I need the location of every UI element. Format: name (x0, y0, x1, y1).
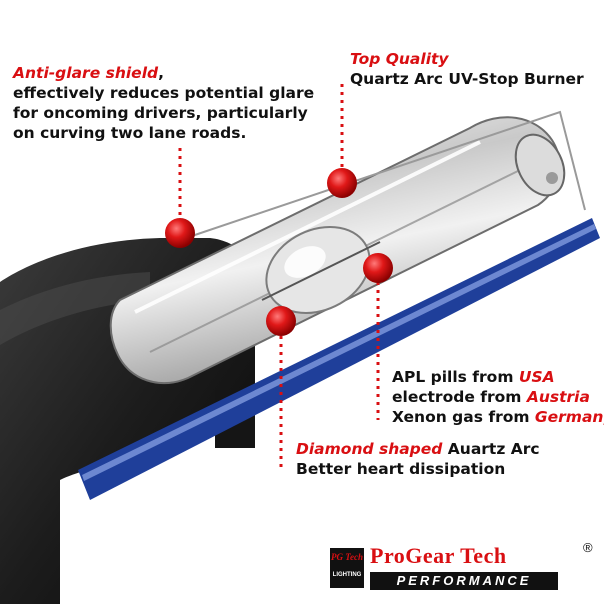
return-wire (179, 110, 586, 241)
diamond-line: Better heart dissipation (296, 460, 506, 478)
antiglare-line-1: effectively reduces potential glare (13, 84, 315, 102)
brand-name: ProGear Tech (370, 543, 507, 568)
quality-highlight: Top Quality (350, 50, 449, 68)
apl-line3-prefix: Xenon gas from (392, 408, 535, 426)
brand-badge-top: PG Tech (331, 552, 363, 562)
apl-line3-country: Germany (534, 408, 604, 426)
antiglare-line-2: for oncoming drivers, particularly (13, 104, 308, 122)
callout-components-origin: APL pills from USA electrode from Austri… (392, 367, 604, 427)
brand-badge-bottom: LIGHTING (332, 572, 362, 578)
brand-tagline: PERFORMANCE (370, 572, 558, 590)
apl-line2-prefix: electrode from (392, 388, 527, 406)
marker-diamond-icon (266, 306, 296, 336)
callout-anti-glare: Anti-glare shield, effectively reduces p… (13, 63, 314, 143)
brand-badge: PG Tech LIGHTING (330, 548, 364, 588)
marker-apl-icon (363, 253, 393, 283)
quality-line: Quartz Arc UV-Stop Burner (350, 70, 584, 88)
antiglare-highlight: Anti-glare shield (13, 64, 159, 82)
marker-antiglare-icon (165, 218, 195, 248)
callout-top-quality: Top Quality Quartz Arc UV-Stop Burner (350, 49, 584, 89)
callout-diamond-arc: Diamond shaped Auartz Arc Better heart d… (296, 439, 540, 479)
apl-line1-country: USA (518, 368, 555, 386)
apl-line1-prefix: APL pills from (392, 368, 519, 386)
apl-line2-country: Austria (526, 388, 590, 406)
brand-logo: PG Tech LIGHTING ProGear Tech ® PERFORMA… (330, 540, 600, 595)
antiglare-line-3: on curving two lane roads. (13, 124, 247, 142)
diamond-after: Auartz Arc (442, 440, 540, 458)
antiglare-comma: , (158, 64, 164, 82)
diamond-highlight: Diamond shaped (296, 440, 443, 458)
registered-mark: ® (583, 540, 593, 555)
marker-quality-icon (327, 168, 357, 198)
